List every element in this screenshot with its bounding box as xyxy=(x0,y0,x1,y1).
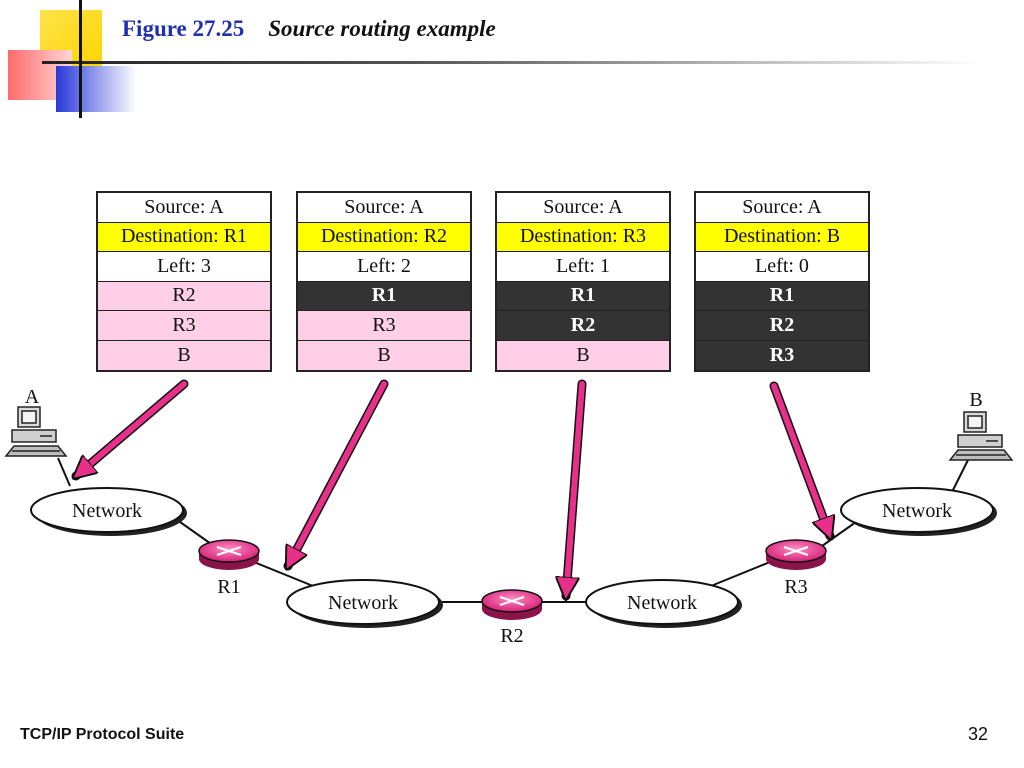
packet-header-3: Source: A Destination: R3 Left: 1 R1 R2 … xyxy=(495,191,671,372)
footer-text: TCP/IP Protocol Suite xyxy=(20,726,185,743)
route-entry: R1 xyxy=(298,281,470,311)
router-r3-icon xyxy=(765,539,827,570)
route-entry: B xyxy=(298,340,470,370)
left-field: Left: 2 xyxy=(298,252,470,282)
destination-field: Destination: R3 xyxy=(497,222,669,252)
network-label: Network xyxy=(882,500,952,522)
arrow-to-r3 xyxy=(769,381,830,536)
packet-header-2: Source: A Destination: R2 Left: 2 R1 R3 … xyxy=(296,191,472,372)
destination-field: Destination: R1 xyxy=(98,222,270,252)
route-entry: B xyxy=(497,340,669,370)
decor-vertical-line xyxy=(79,0,82,118)
link-host-a xyxy=(57,457,71,487)
network-cloud-3: Network xyxy=(585,579,742,628)
route-entry: R3 xyxy=(298,311,470,341)
left-field: Left: 0 xyxy=(696,252,868,282)
links xyxy=(57,457,969,603)
host-a-computer-icon xyxy=(4,406,68,457)
left-field: Left: 3 xyxy=(98,252,270,282)
route-entry: R2 xyxy=(497,311,669,341)
arrow-to-host-a xyxy=(76,379,189,476)
router-r1-icon xyxy=(198,539,260,570)
route-entry: B xyxy=(98,340,270,370)
network-label: Network xyxy=(328,592,398,614)
arrow-to-r2 xyxy=(566,379,587,596)
network-cloud-2: Network xyxy=(286,579,443,628)
source-field: Source: A xyxy=(98,193,270,223)
route-entry: R3 xyxy=(98,311,270,341)
packet-header-1: Source: A Destination: R1 Left: 3 R2 R3 … xyxy=(96,191,272,372)
route-entry: R3 xyxy=(696,340,868,370)
route-entry: R2 xyxy=(696,311,868,341)
host-b-label: B xyxy=(969,389,982,411)
router-r2-icon xyxy=(481,589,543,620)
source-field: Source: A xyxy=(298,193,470,223)
route-entry: R1 xyxy=(497,281,669,311)
destination-field: Destination: B xyxy=(696,222,868,252)
link-net3-r3 xyxy=(705,561,771,589)
left-field: Left: 1 xyxy=(497,252,669,282)
figure-caption: Source routing example xyxy=(268,16,496,41)
router-r1-label: R1 xyxy=(217,576,240,598)
source-field: Source: A xyxy=(696,193,868,223)
decor-blue-square xyxy=(56,66,136,112)
network-label: Network xyxy=(72,500,142,522)
arrow-to-r1 xyxy=(283,379,389,566)
packet-header-4: Source: A Destination: B Left: 0 R1 R2 R… xyxy=(694,191,870,372)
slide-title: Figure 27.25 Source routing example xyxy=(122,16,496,50)
figure-number: Figure 27.25 xyxy=(122,16,245,41)
source-field: Source: A xyxy=(497,193,669,223)
route-entry: R1 xyxy=(696,281,868,311)
page-number: 32 xyxy=(968,724,989,744)
link-host-b xyxy=(951,459,969,493)
route-entry: R2 xyxy=(98,281,270,311)
link-net1-r1 xyxy=(179,521,215,547)
destination-field: Destination: R2 xyxy=(298,222,470,252)
link-r1-net2 xyxy=(253,561,319,589)
host-b-computer-icon xyxy=(948,411,1014,461)
router-r2-label: R2 xyxy=(500,625,523,647)
title-underline xyxy=(42,61,982,64)
network-cloud-4: Network xyxy=(840,487,997,536)
host-a-label: A xyxy=(25,386,40,408)
network-label: Network xyxy=(627,592,697,614)
router-r3-label: R3 xyxy=(784,576,807,598)
network-cloud-1: Network xyxy=(30,487,187,536)
